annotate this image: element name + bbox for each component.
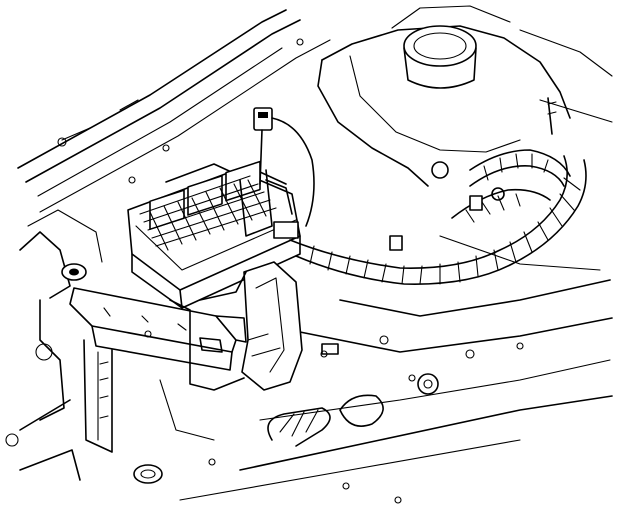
harness-wraps xyxy=(309,177,581,285)
wiring-harness xyxy=(253,107,587,285)
mounting-bracket xyxy=(169,261,339,391)
hood-edge-lines xyxy=(17,9,331,213)
fuse-relay-box xyxy=(127,160,301,309)
body-panel xyxy=(179,235,613,504)
strut-tower xyxy=(317,5,613,201)
frame-rail xyxy=(5,209,247,484)
